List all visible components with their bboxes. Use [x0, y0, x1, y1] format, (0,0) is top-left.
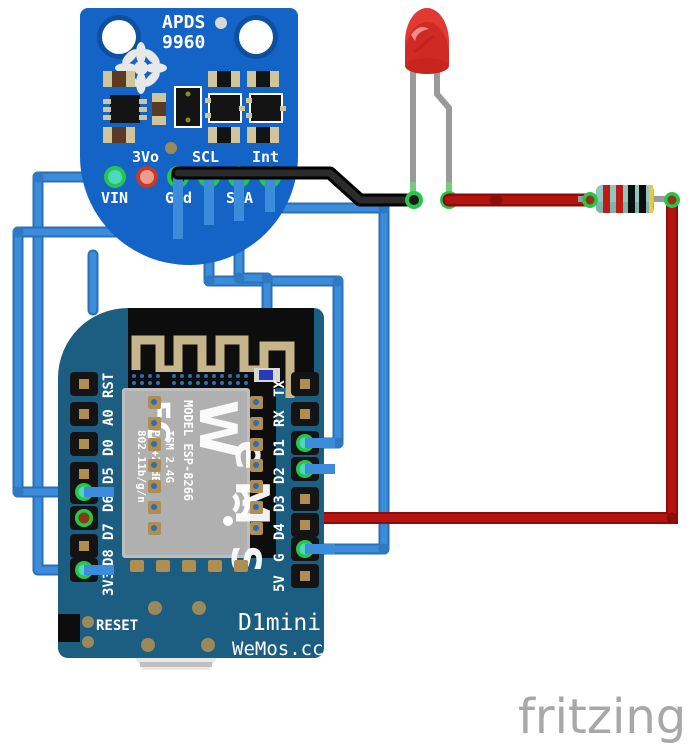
pcb-antenna-trace	[131, 335, 295, 398]
pin-label-rst: RST	[101, 373, 117, 398]
mcu-bottom-area: RESET D1mini WeMos.cc	[58, 601, 324, 670]
mcu-right-header[interactable]	[291, 372, 319, 588]
module-model-text: MODEL ESP-8266	[181, 400, 195, 501]
via-dots	[132, 374, 248, 385]
d7-red-node	[75, 509, 93, 527]
pin-label-d7: D7	[101, 523, 117, 540]
sensor-top-pin-labels: 3Vo SCL Int	[132, 148, 279, 166]
reset-button[interactable]	[58, 614, 80, 642]
pin-label-d1: D1	[272, 439, 288, 456]
led-anode-lead	[434, 68, 452, 200]
board-brand-model: D1mini	[238, 610, 321, 636]
resistor[interactable]	[578, 185, 680, 213]
mcu-left-pin-labels: RST A0 D0 D5 D6 D7 D8 3V3	[101, 373, 117, 596]
sensor-label-3vo: 3Vo	[132, 148, 159, 166]
mcu-right-pin-labels: TX RX D1 D2 D3 D4 G 5V	[272, 380, 288, 592]
wire-gnd-to-led-cathode[interactable]	[171, 166, 421, 207]
module-wifi-std-text: 802.11b/g/n	[135, 430, 148, 503]
wemos-d1-mini-board[interactable]: W e M S MODEL ESP-8266 ISM 2.4G PA +25dB…	[58, 308, 324, 670]
pin-label-d0: D0	[101, 439, 117, 456]
sensor-title-line2: 9960	[162, 32, 205, 53]
pin-label-3v3: 3V3	[101, 571, 117, 596]
module-ism-text: ISM 2.4G	[163, 430, 176, 483]
pin-label-d8: D8	[101, 549, 117, 566]
fritzing-watermark: fritzing	[518, 689, 686, 744]
resistor-band-2	[616, 185, 623, 213]
apds9960-sensor-board[interactable]: APDS 9960	[80, 8, 298, 265]
sensor-pin-stubs	[173, 177, 275, 239]
svg-text:W: W	[187, 400, 247, 457]
pin-label-d4: D4	[272, 523, 288, 540]
pin-label-d3: D3	[272, 495, 288, 512]
pin-label-5v: 5V	[272, 575, 288, 592]
mcu-left-header[interactable]	[70, 372, 98, 582]
resistor-band-5-gold	[649, 185, 653, 213]
shield-silkscreen: W e M S MODEL ESP-8266 ISM 2.4G PA +25dB…	[135, 400, 279, 574]
mcu-pad-stubs	[84, 438, 335, 575]
resistor-band-3	[628, 185, 635, 213]
sensor-label-vin: VIN	[101, 189, 128, 207]
pin-label-g: G	[272, 554, 288, 562]
sensor-title-line1: APDS	[162, 12, 205, 33]
sensor-components	[103, 71, 286, 154]
pin-label-d6: D6	[101, 495, 117, 512]
board-brand-site: WeMos.cc	[232, 638, 324, 660]
pin-label-a0: A0	[101, 409, 117, 426]
pin-label-d5: D5	[101, 467, 117, 484]
led-cathode-lead	[410, 68, 416, 200]
sensor-label-int: Int	[252, 148, 279, 166]
sensor-label-scl: SCL	[192, 148, 219, 166]
red-led[interactable]	[405, 8, 458, 209]
resistor-band-4	[639, 185, 646, 213]
pin-label-d2: D2	[272, 467, 288, 484]
resistor-band-1	[603, 185, 610, 213]
wire-led-to-resistor[interactable]	[442, 193, 597, 207]
pin-label-tx: TX	[272, 380, 288, 397]
pin-label-rx: RX	[272, 410, 288, 427]
module-pad-holes	[151, 399, 259, 531]
reset-label: RESET	[96, 618, 138, 634]
